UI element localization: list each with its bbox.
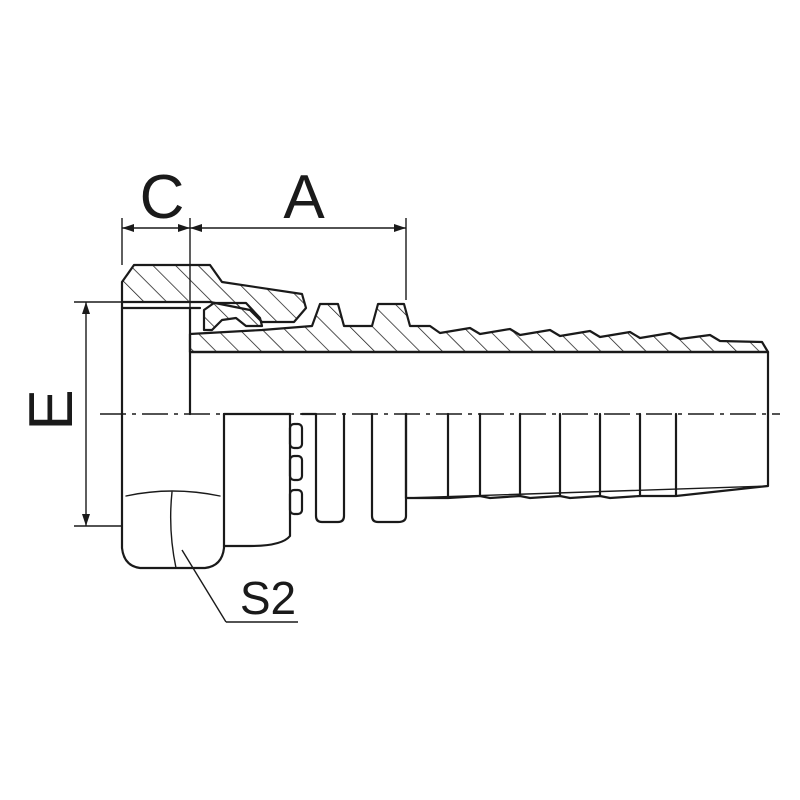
label-a: A (283, 163, 325, 232)
collar-tooth-1 (288, 422, 304, 450)
barb-tail-bottom (405, 485, 769, 499)
hex-nut-lower-curve (169, 491, 177, 569)
collar-tooth-2 (288, 454, 304, 482)
hex-nut-exterior (120, 412, 226, 570)
collar-tooth-3 (288, 488, 304, 516)
cone-section (202, 301, 264, 332)
barb-tail-outline (404, 412, 770, 500)
leader-s2 (181, 549, 298, 623)
section-view (120, 263, 770, 416)
label-s2: S2 (240, 572, 296, 624)
exterior-view (120, 412, 770, 570)
label-e: E (17, 389, 86, 430)
label-c: C (140, 163, 185, 232)
nut-collar (222, 412, 292, 548)
stem-section (188, 302, 770, 354)
body-ring-2 (370, 412, 408, 524)
dimension-a (190, 218, 407, 300)
body-ring-1 (300, 412, 346, 524)
dimension-c (121, 218, 191, 308)
dimension-e (74, 301, 122, 527)
hex-nut-flat-curve (125, 490, 221, 497)
